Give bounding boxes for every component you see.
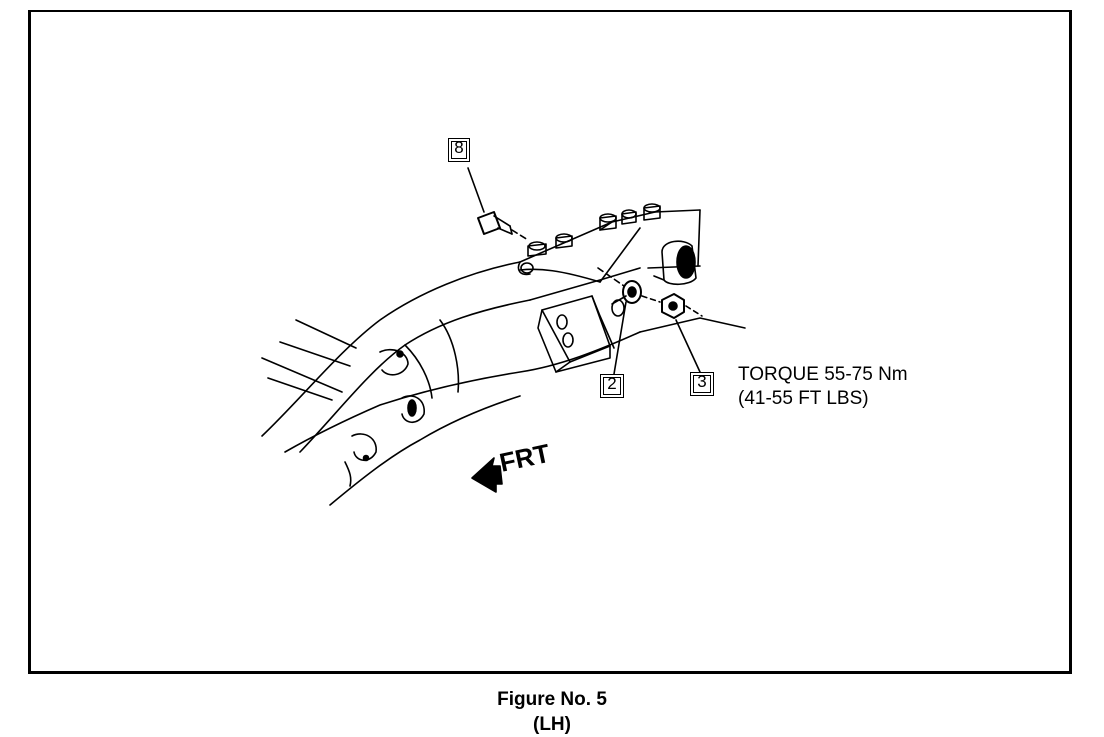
body-mount-bushing [653, 240, 697, 286]
mounting-bracket [537, 295, 615, 373]
torque-imperial: (41-55 FT LBS) [738, 388, 869, 409]
bolt-part [467, 167, 529, 241]
callout-bolt-8: 8 [448, 138, 470, 162]
figure-side: (LH) [533, 714, 571, 735]
washer-part [597, 267, 642, 375]
rail-holes [344, 348, 425, 487]
torque-spec: TORQUE 55-75 Nm (41-55 FT LBS) [738, 363, 908, 411]
figure-title: Figure No. 5 [497, 689, 607, 710]
torque-metric: TORQUE 55-75 Nm [738, 364, 908, 385]
callout-nut-number: 3 [697, 372, 707, 391]
callout-washer-2: 2 [600, 374, 624, 398]
figure-border [28, 10, 1072, 674]
callout-nut-3: 3 [690, 372, 714, 396]
front-arrow-icon [471, 457, 503, 493]
nut-part [641, 293, 703, 373]
plate-bolts [527, 203, 661, 257]
crossmember-lines [261, 319, 357, 401]
frame-rail [261, 209, 746, 506]
callout-washer-number: 2 [607, 374, 617, 393]
callout-bolt-number: 8 [454, 138, 464, 157]
